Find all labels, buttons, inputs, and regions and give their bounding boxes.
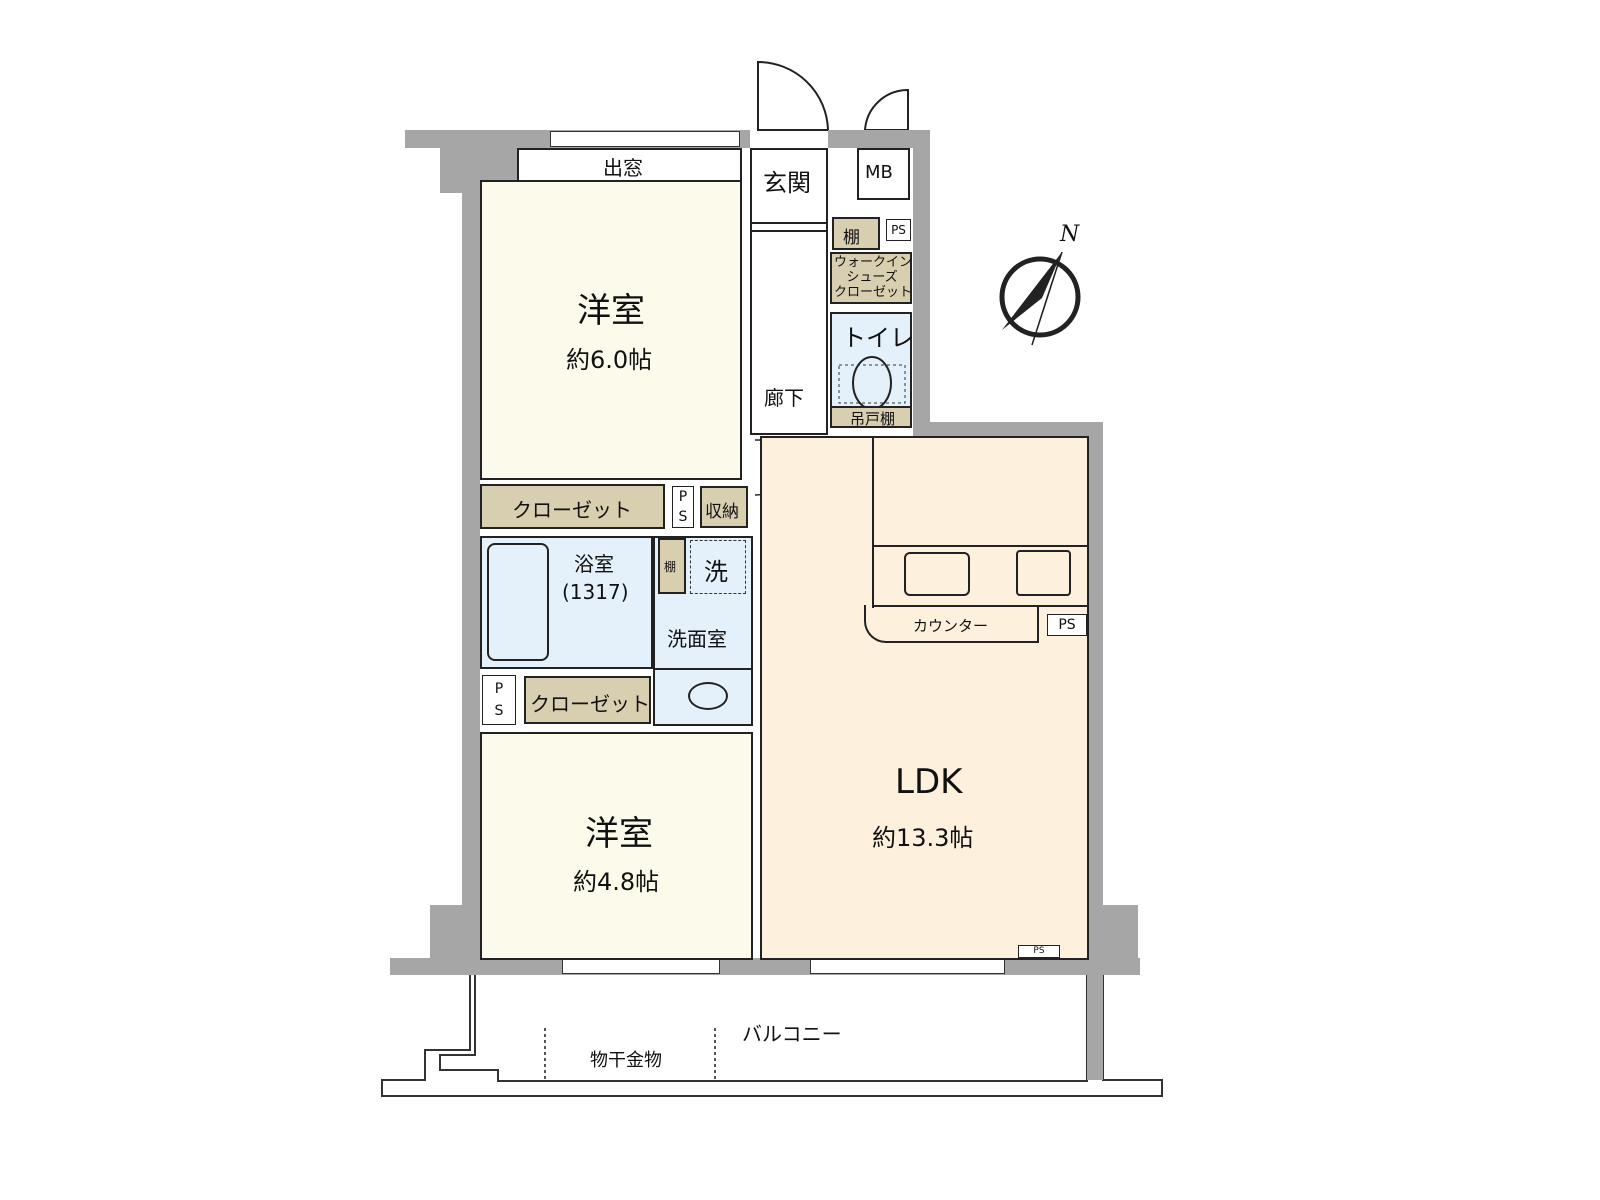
kitchen-counter <box>872 545 1087 607</box>
kitchen-sink-icon <box>904 552 970 596</box>
bathroom-size: (1317) <box>562 580 629 604</box>
washroom-label: 洗面室 <box>667 627 727 651</box>
western-room-1-name: 洋室 <box>577 291 645 331</box>
hallway-label: 廊下 <box>764 386 804 410</box>
western-room-2-name: 洋室 <box>585 814 653 854</box>
hanging-cabinet <box>830 406 912 428</box>
meter-box-label: MB <box>865 162 893 183</box>
closet-2 <box>524 676 651 724</box>
clothes-hanger-label: 物干金物 <box>590 1050 662 1071</box>
wall-entrance-right <box>913 130 930 438</box>
closet-1 <box>480 484 665 529</box>
ps-box: PS <box>886 219 911 241</box>
toilet <box>830 312 912 410</box>
entrance-step <box>750 222 828 232</box>
wall-bottom <box>390 958 1140 975</box>
shelf <box>832 217 880 250</box>
window <box>562 959 720 974</box>
window <box>810 959 1005 974</box>
bay-window-label: 出窓 <box>603 156 643 180</box>
counter-label: カウンター <box>913 617 989 635</box>
shelf-small-label: 棚 <box>664 560 677 574</box>
closet-2-label: クローゼット <box>530 692 650 716</box>
kitchen <box>872 438 1087 608</box>
shelf-small <box>658 538 686 594</box>
bathroom-label: 浴室 <box>574 552 614 576</box>
toilet-bowl-icon <box>838 356 906 410</box>
window <box>550 131 740 147</box>
washing-machine-label: 洗 <box>704 558 728 586</box>
wall-left <box>462 148 480 960</box>
western-room-2 <box>480 732 753 960</box>
closet-1-label: クローゼット <box>512 498 632 522</box>
meter-box <box>857 148 910 200</box>
hanging-cabinet-label: 吊戸棚 <box>850 410 896 428</box>
ldk-name: LDK <box>895 762 963 802</box>
wall-ldk-top <box>913 422 1103 438</box>
toilet-label: トイレ <box>842 324 914 352</box>
walkin-shoes-closet-label: ウォークインシューズクローゼット <box>834 255 913 300</box>
bay-window <box>517 148 742 182</box>
walkin-shoes-closet <box>830 252 912 304</box>
storage-label: 収納 <box>705 502 739 522</box>
western-room-1 <box>480 180 742 480</box>
ps-box: PS <box>1047 614 1087 636</box>
entrance-label: 玄関 <box>763 169 811 197</box>
ps-box: PS <box>1018 945 1060 958</box>
western-room-2-size: 約4.8帖 <box>573 868 660 896</box>
hallway <box>750 148 828 435</box>
compass-icon <box>999 251 1081 346</box>
wall-right <box>1087 422 1103 962</box>
bathtub-icon <box>487 543 549 661</box>
counter <box>864 605 1039 643</box>
ldk <box>760 436 1089 960</box>
ldk-size: 約13.3帖 <box>872 824 974 852</box>
balcony-label: バルコニー <box>742 1022 842 1046</box>
shelf-label: 棚 <box>843 228 860 248</box>
washing-machine-space <box>690 540 746 594</box>
sink-icon <box>688 682 728 710</box>
stove-icon <box>1016 550 1071 596</box>
wall-entrance-top <box>828 130 928 148</box>
western-room-1-size: 約6.0帖 <box>566 346 653 374</box>
compass-north-label: N <box>1060 222 1080 247</box>
storage <box>700 486 748 528</box>
vanity <box>655 668 753 724</box>
